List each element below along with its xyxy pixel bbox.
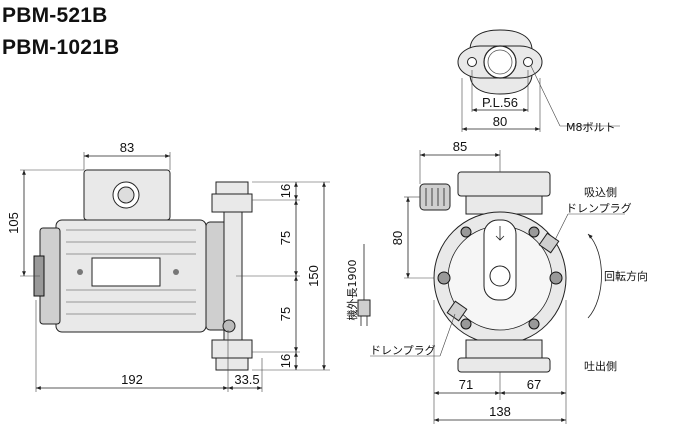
shaft <box>489 265 511 287</box>
side-view: 83 105 16 75 75 16 150 192 33.5 <box>6 140 330 392</box>
bolt-bottom-left <box>460 318 472 330</box>
dim-150: 150 <box>306 265 321 287</box>
model-name-1: PBM-521B <box>2 4 108 27</box>
bottom-flange <box>211 339 253 359</box>
dim-138: 138 <box>489 404 511 419</box>
dim-105: 105 <box>6 212 21 234</box>
top-flange-bolt <box>215 181 249 195</box>
top-flange <box>211 193 253 213</box>
bolt-bottom-right <box>528 318 540 330</box>
drain-plug-top <box>538 232 560 254</box>
bottom-flange-bolt <box>215 357 249 371</box>
front-view: 85 80 吸込側 ドレンプラグ 回転方向 吐出側 ドレンプラグ 71 67 1… <box>370 139 648 424</box>
bolt-hole-right <box>523 57 533 67</box>
rotation-arrow <box>587 233 602 319</box>
drain-plug-top-label: ドレンプラグ <box>566 201 632 215</box>
cord-length-label: 機外長1900 <box>345 260 359 321</box>
flange-port <box>483 45 517 79</box>
flange-view: P.L.56 80 M8ボルト <box>457 29 620 134</box>
outlet-block <box>457 171 551 197</box>
drain-plug-bottom <box>446 300 468 322</box>
dim-85: 85 <box>453 139 467 154</box>
discharge-side-label: 吐出側 <box>584 359 617 373</box>
dim-83: 83 <box>120 140 134 155</box>
dim-80: 80 <box>390 231 405 245</box>
dim-71: 71 <box>459 377 473 392</box>
rotation-direction-label: 回転方向 <box>604 269 648 283</box>
bolt-label: M8ボルト <box>566 121 616 134</box>
dim-75-lower: 75 <box>278 307 293 321</box>
dim-16-top: 16 <box>278 184 293 198</box>
bolt-left <box>437 271 451 285</box>
drain-plug-bottom-label: ドレンプラグ <box>370 343 436 357</box>
outlet-neck <box>465 195 543 215</box>
bolt-hole-left <box>467 57 477 67</box>
dim-75-upper: 75 <box>278 231 293 245</box>
front-cable-gland <box>419 183 451 211</box>
model-name-2: PBM-1021B <box>2 36 120 59</box>
dim-67: 67 <box>527 377 541 392</box>
dim-16-bottom: 16 <box>278 354 293 368</box>
power-cord: 機外長1900 <box>345 244 371 326</box>
plug-body <box>357 299 371 317</box>
inlet-neck <box>465 339 543 361</box>
flange-width-label: 80 <box>493 114 507 129</box>
inlet-flange <box>457 357 551 373</box>
bolt-top-right <box>528 226 540 238</box>
pitch-line-label: P.L.56 <box>482 95 518 110</box>
dim-33-5: 33.5 <box>234 372 259 387</box>
dim-192: 192 <box>121 372 143 387</box>
bolt-right <box>549 271 563 285</box>
bolt-top-left <box>460 226 472 238</box>
nameplate <box>91 257 161 287</box>
suction-side-label: 吸込側 <box>584 186 617 199</box>
